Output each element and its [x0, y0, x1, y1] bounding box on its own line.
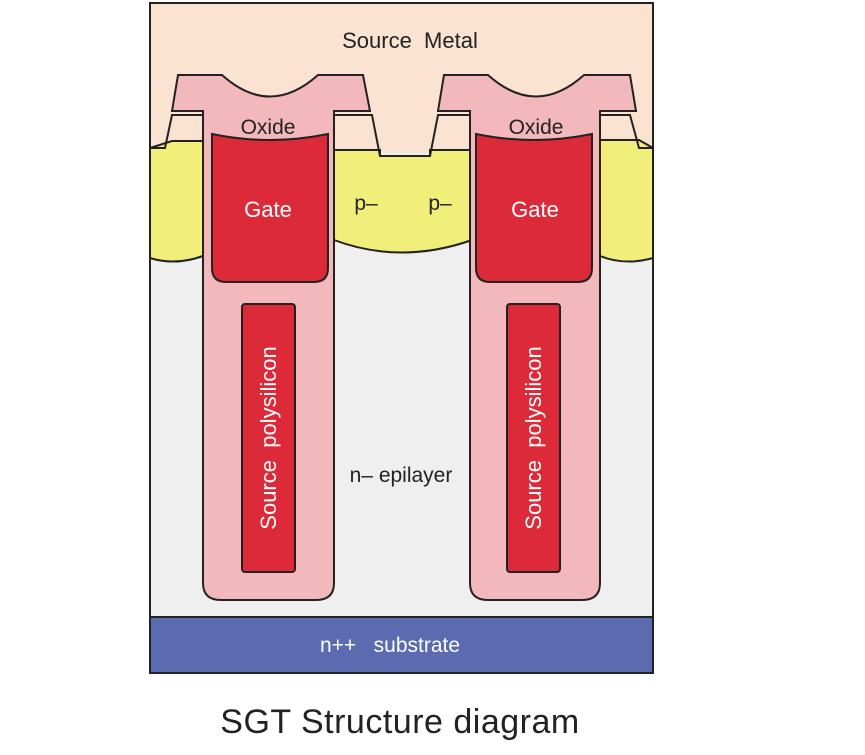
gate-right [475, 132, 593, 283]
oxide-label-right: Oxide [509, 116, 564, 139]
gate-label-right: Gate [511, 197, 559, 222]
sgt-structure-diagram: Source Metal Oxide Oxide Gate Gate p– p–… [149, 2, 654, 674]
source-polysilicon-right [506, 303, 561, 573]
source-polysilicon-label-right: Source polysilicon [521, 346, 546, 529]
diagram-border [149, 2, 654, 674]
gate-label-left: Gate [244, 197, 292, 222]
source-metal-label: Source Metal [342, 28, 478, 53]
p-region-left [149, 140, 204, 263]
source-polysilicon-left [241, 303, 296, 573]
p-minus-label-right: p– [428, 192, 452, 215]
substrate-region [149, 616, 654, 674]
source-polysilicon-label-left: Source polysilicon [256, 346, 281, 529]
diagram-caption: SGT Structure diagram [220, 703, 580, 741]
p-region-right [599, 139, 654, 263]
substrate-label: n++ substrate [320, 634, 460, 657]
p-minus-label-left: p– [354, 192, 378, 215]
oxide-label-left: Oxide [241, 116, 296, 139]
epilayer-label: n– epilayer [350, 464, 453, 487]
gate-left [211, 132, 329, 283]
